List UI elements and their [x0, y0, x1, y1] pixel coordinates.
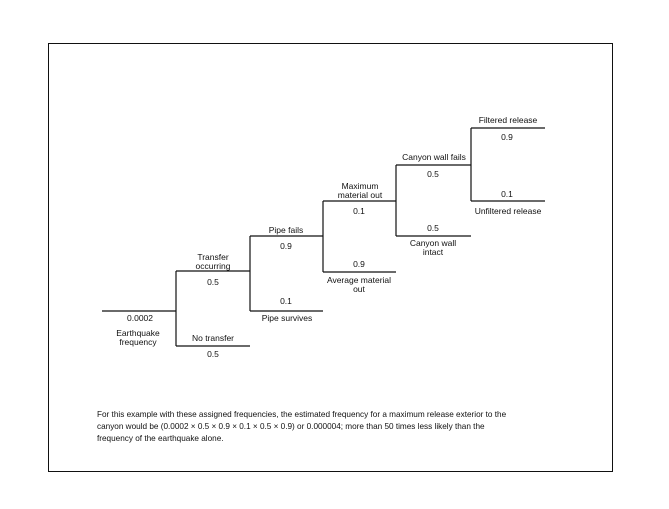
wall-intact-label: Canyon wall intact: [409, 238, 457, 257]
diagram-frame: [48, 43, 613, 472]
transfer-label: Transfer occurring: [195, 252, 231, 271]
explanation-note: For this example with these assigned fre…: [97, 410, 507, 443]
max-out-label: Maximum material out: [337, 181, 383, 200]
pipe-survives-label: Pipe survives: [261, 313, 313, 323]
pipe-fails-value: 0.9: [280, 241, 292, 251]
avg-out-label: Average material out: [326, 275, 392, 294]
pipe-fails-label: Pipe fails: [268, 225, 304, 235]
no-transfer-value: 0.5: [207, 349, 219, 359]
avg-out-value: 0.9: [353, 259, 365, 269]
filtered-value: 0.9: [501, 132, 513, 142]
no-transfer-label: No transfer: [191, 333, 235, 343]
pipe-survives-value: 0.1: [280, 296, 292, 306]
root-value: 0.0002: [127, 313, 153, 323]
wall-fails-value: 0.5: [427, 169, 439, 179]
unfiltered-label: Unfiltered release: [474, 206, 542, 216]
unfiltered-value: 0.1: [501, 189, 513, 199]
wall-intact-value: 0.5: [427, 223, 439, 233]
transfer-value: 0.5: [207, 277, 219, 287]
root-label: Earthquake frequency: [116, 328, 160, 347]
max-out-value: 0.1: [353, 206, 365, 216]
filtered-label: Filtered release: [478, 115, 538, 125]
wall-fails-label: Canyon wall fails: [402, 152, 466, 162]
